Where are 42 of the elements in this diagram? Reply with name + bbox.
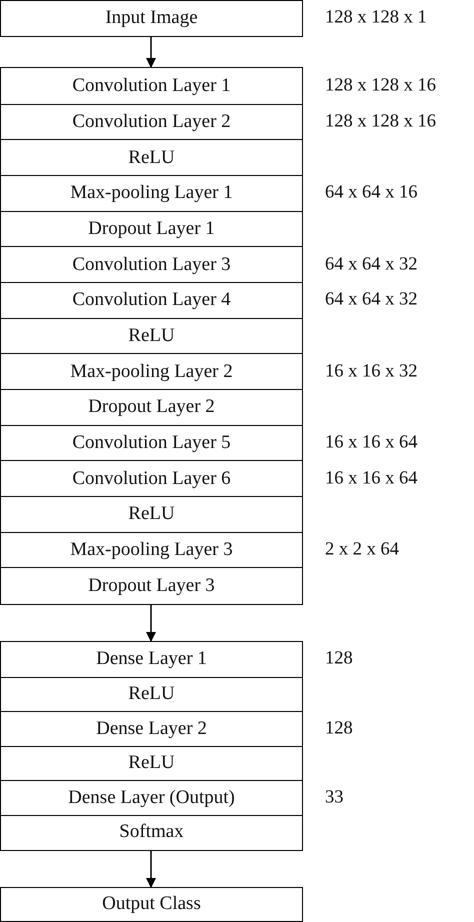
layer-label: Dropout Layer 1 xyxy=(88,218,215,240)
layer-label: Max-pooling Layer 3 xyxy=(70,538,233,561)
layer-box xyxy=(0,887,303,922)
layer-label: ReLU xyxy=(128,683,175,706)
layer-label: Dense Layer (Output) xyxy=(68,786,235,809)
layer-label: ReLU xyxy=(128,752,175,774)
arrow xyxy=(146,605,156,642)
layer-label: Input Image xyxy=(105,7,198,29)
arrow xyxy=(146,851,156,888)
output-shape-label: 128 xyxy=(325,718,353,740)
output-shape-label: 64 x 64 x 32 xyxy=(325,290,418,311)
output-shape-label: 16 x 16 x 32 xyxy=(325,361,418,382)
output-shape-label: 64 x 64 x 32 xyxy=(325,254,418,276)
layer-label: Convolution Layer 6 xyxy=(72,468,231,490)
layer-label: ReLU xyxy=(128,146,175,169)
layer-label: Convolution Layer 2 xyxy=(72,110,231,133)
layer-row xyxy=(1,210,302,246)
layer-label: Softmax xyxy=(119,821,184,844)
layer-row xyxy=(1,318,302,354)
layer-label: Convolution Layer 5 xyxy=(72,432,231,454)
output-shape-label: 33 xyxy=(325,787,344,808)
layer-label: Output Class xyxy=(102,893,201,915)
layer-label: Convolution Layer 3 xyxy=(72,254,231,276)
output-shape-label: 128 x 128 x 16 xyxy=(325,75,436,96)
output-shape-label: 128 xyxy=(325,648,353,670)
output-shape-label: 128 x 128 x 1 xyxy=(325,8,427,28)
layer-label: Convolution Layer 1 xyxy=(72,74,231,97)
arrow xyxy=(146,37,156,68)
layer-label: Convolution Layer 4 xyxy=(72,289,231,312)
layer-label: Dropout Layer 3 xyxy=(88,574,215,597)
layer-label: ReLU xyxy=(128,324,175,347)
layer-label: Dense Layer 1 xyxy=(96,648,207,670)
output-shape-label: 2 x 2 x 64 xyxy=(325,539,399,560)
layer-label: ReLU xyxy=(128,503,175,526)
output-shape-label: 16 x 16 x 64 xyxy=(325,468,418,490)
layer-label: Dropout Layer 2 xyxy=(88,396,215,418)
output-shape-label: 16 x 16 x 64 xyxy=(325,432,418,454)
layer-label: Max-pooling Layer 1 xyxy=(70,182,233,204)
layer-label: Max-pooling Layer 2 xyxy=(70,360,233,383)
layer-label: Dense Layer 2 xyxy=(96,718,207,740)
output-shape-label: 128 x 128 x 16 xyxy=(325,111,436,132)
output-shape-label: 64 x 64 x 16 xyxy=(325,182,418,204)
